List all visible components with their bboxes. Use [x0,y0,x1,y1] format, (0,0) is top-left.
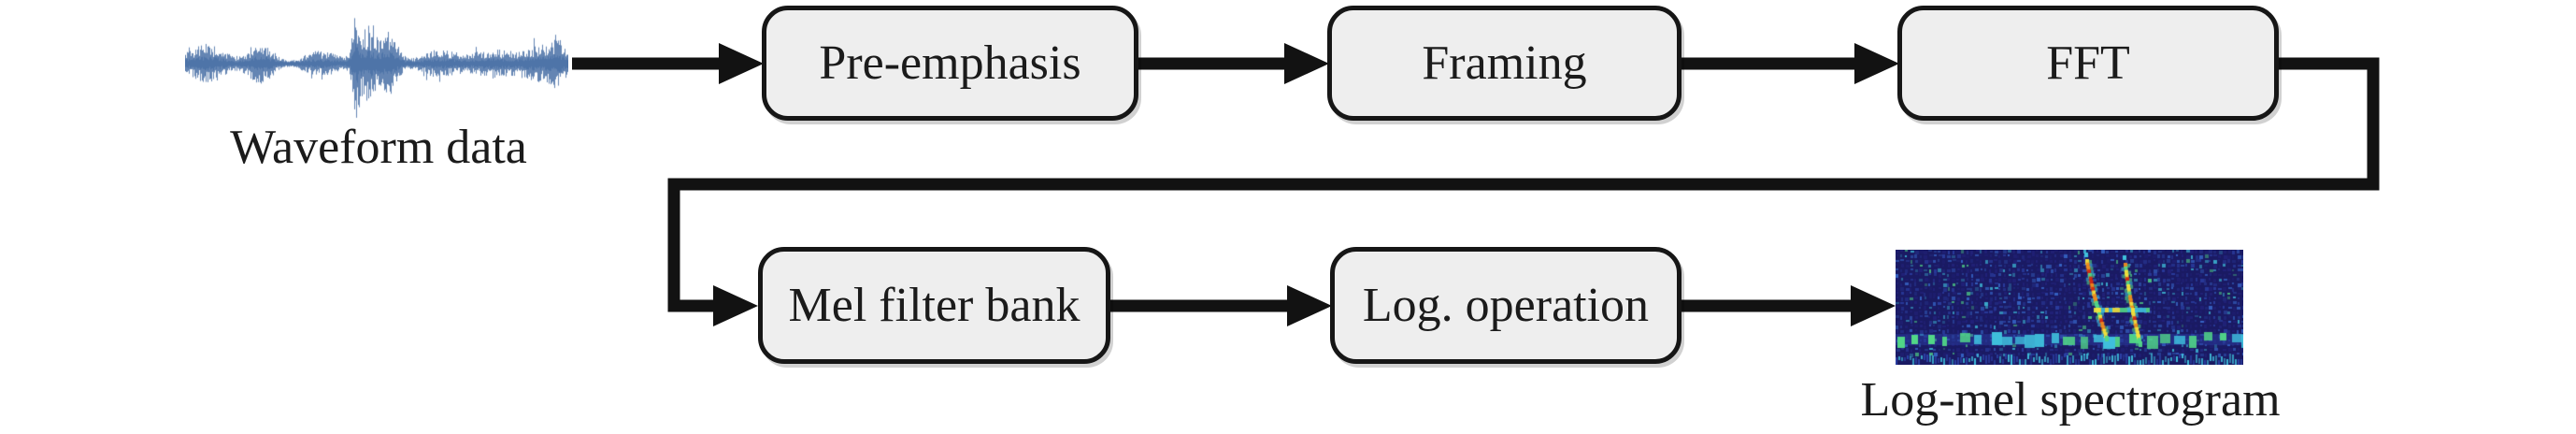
stage-framing-label: Framing [1422,36,1587,90]
stage-pre-emphasis: Pre-emphasis [762,6,1138,121]
stage-mel-filter-bank: Mel filter bank [758,247,1110,364]
stage-framing: Framing [1327,6,1682,121]
arrow-log-operation-to-spectrogram [1681,285,1896,326]
arrow-framing-to-fft [1680,43,1899,84]
spectrogram-caption: Log-mel spectrogram [1860,373,2281,427]
arrow-fft-to-mel-filter-bank [667,57,2380,326]
waveform-caption: Waveform data [230,121,527,174]
stage-log-operation-label: Log. operation [1362,279,1650,332]
stage-fft-label: FFT [2046,36,2130,90]
waveform-image [185,7,568,120]
spectrogram-image [1896,250,2243,365]
arrow-pre-emphasis-to-framing [1137,43,1329,84]
stage-pre-emphasis-label: Pre-emphasis [819,36,1081,90]
stage-mel-filter-bank-label: Mel filter bank [788,279,1080,332]
arrow-mel-filter-bank-to-log-operation [1109,285,1332,326]
stage-fft: FFT [1897,6,2279,121]
arrow-waveform-to-pre-emphasis [572,43,764,84]
stage-log-operation: Log. operation [1330,247,1682,364]
